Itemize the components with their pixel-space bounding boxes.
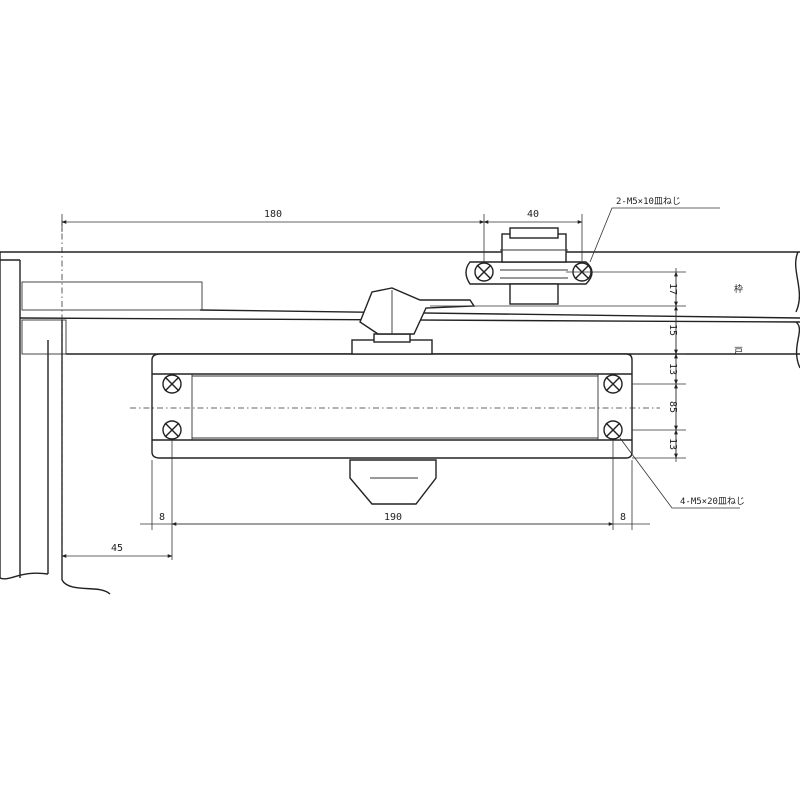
frame-label: 枠 bbox=[734, 283, 743, 295]
dimension-45: 45 bbox=[61, 543, 173, 558]
door-label: 戸 bbox=[734, 346, 743, 357]
callout-screw-body: 4-M5×20皿ねじ bbox=[619, 437, 745, 509]
arm-assembly bbox=[351, 287, 476, 355]
dimension-label: 13 bbox=[667, 363, 678, 375]
screw-icon bbox=[603, 374, 623, 394]
dimension-vertical-stack: 17 15 13 85 13 bbox=[430, 268, 686, 462]
closer-body bbox=[130, 353, 660, 459]
top-bracket bbox=[465, 227, 593, 305]
dimension-label: 15 bbox=[667, 324, 678, 336]
screw-icon bbox=[603, 420, 623, 440]
dimension-label: 190 bbox=[384, 512, 402, 523]
dimension-180: 180 bbox=[61, 209, 485, 262]
callout-label: 2-M5×10皿ねじ bbox=[616, 196, 681, 207]
dimension-label: 13 bbox=[667, 438, 678, 450]
body-screws bbox=[162, 374, 623, 440]
dimension-label: 17 bbox=[667, 283, 678, 295]
dimension-label: 45 bbox=[111, 543, 123, 554]
screw-icon bbox=[162, 374, 182, 394]
screw-icon bbox=[162, 420, 182, 440]
jamb-outline bbox=[0, 252, 203, 595]
dimension-label: 40 bbox=[527, 209, 539, 220]
dimension-label: 85 bbox=[667, 401, 678, 413]
callout-screw-top: 2-M5×10皿ねじ bbox=[589, 196, 720, 263]
dimension-40: 40 bbox=[483, 209, 583, 262]
dimension-label: 8 bbox=[159, 512, 165, 523]
screw-icon bbox=[474, 262, 494, 282]
dimension-label: 8 bbox=[620, 512, 626, 523]
dimension-bottom-row: 8 190 8 bbox=[140, 440, 650, 560]
callout-label: 4-M5×20皿ねじ bbox=[680, 496, 745, 507]
frame-outline bbox=[0, 251, 800, 319]
closer-bottom-cap bbox=[349, 459, 437, 505]
dimension-label: 180 bbox=[264, 209, 282, 220]
